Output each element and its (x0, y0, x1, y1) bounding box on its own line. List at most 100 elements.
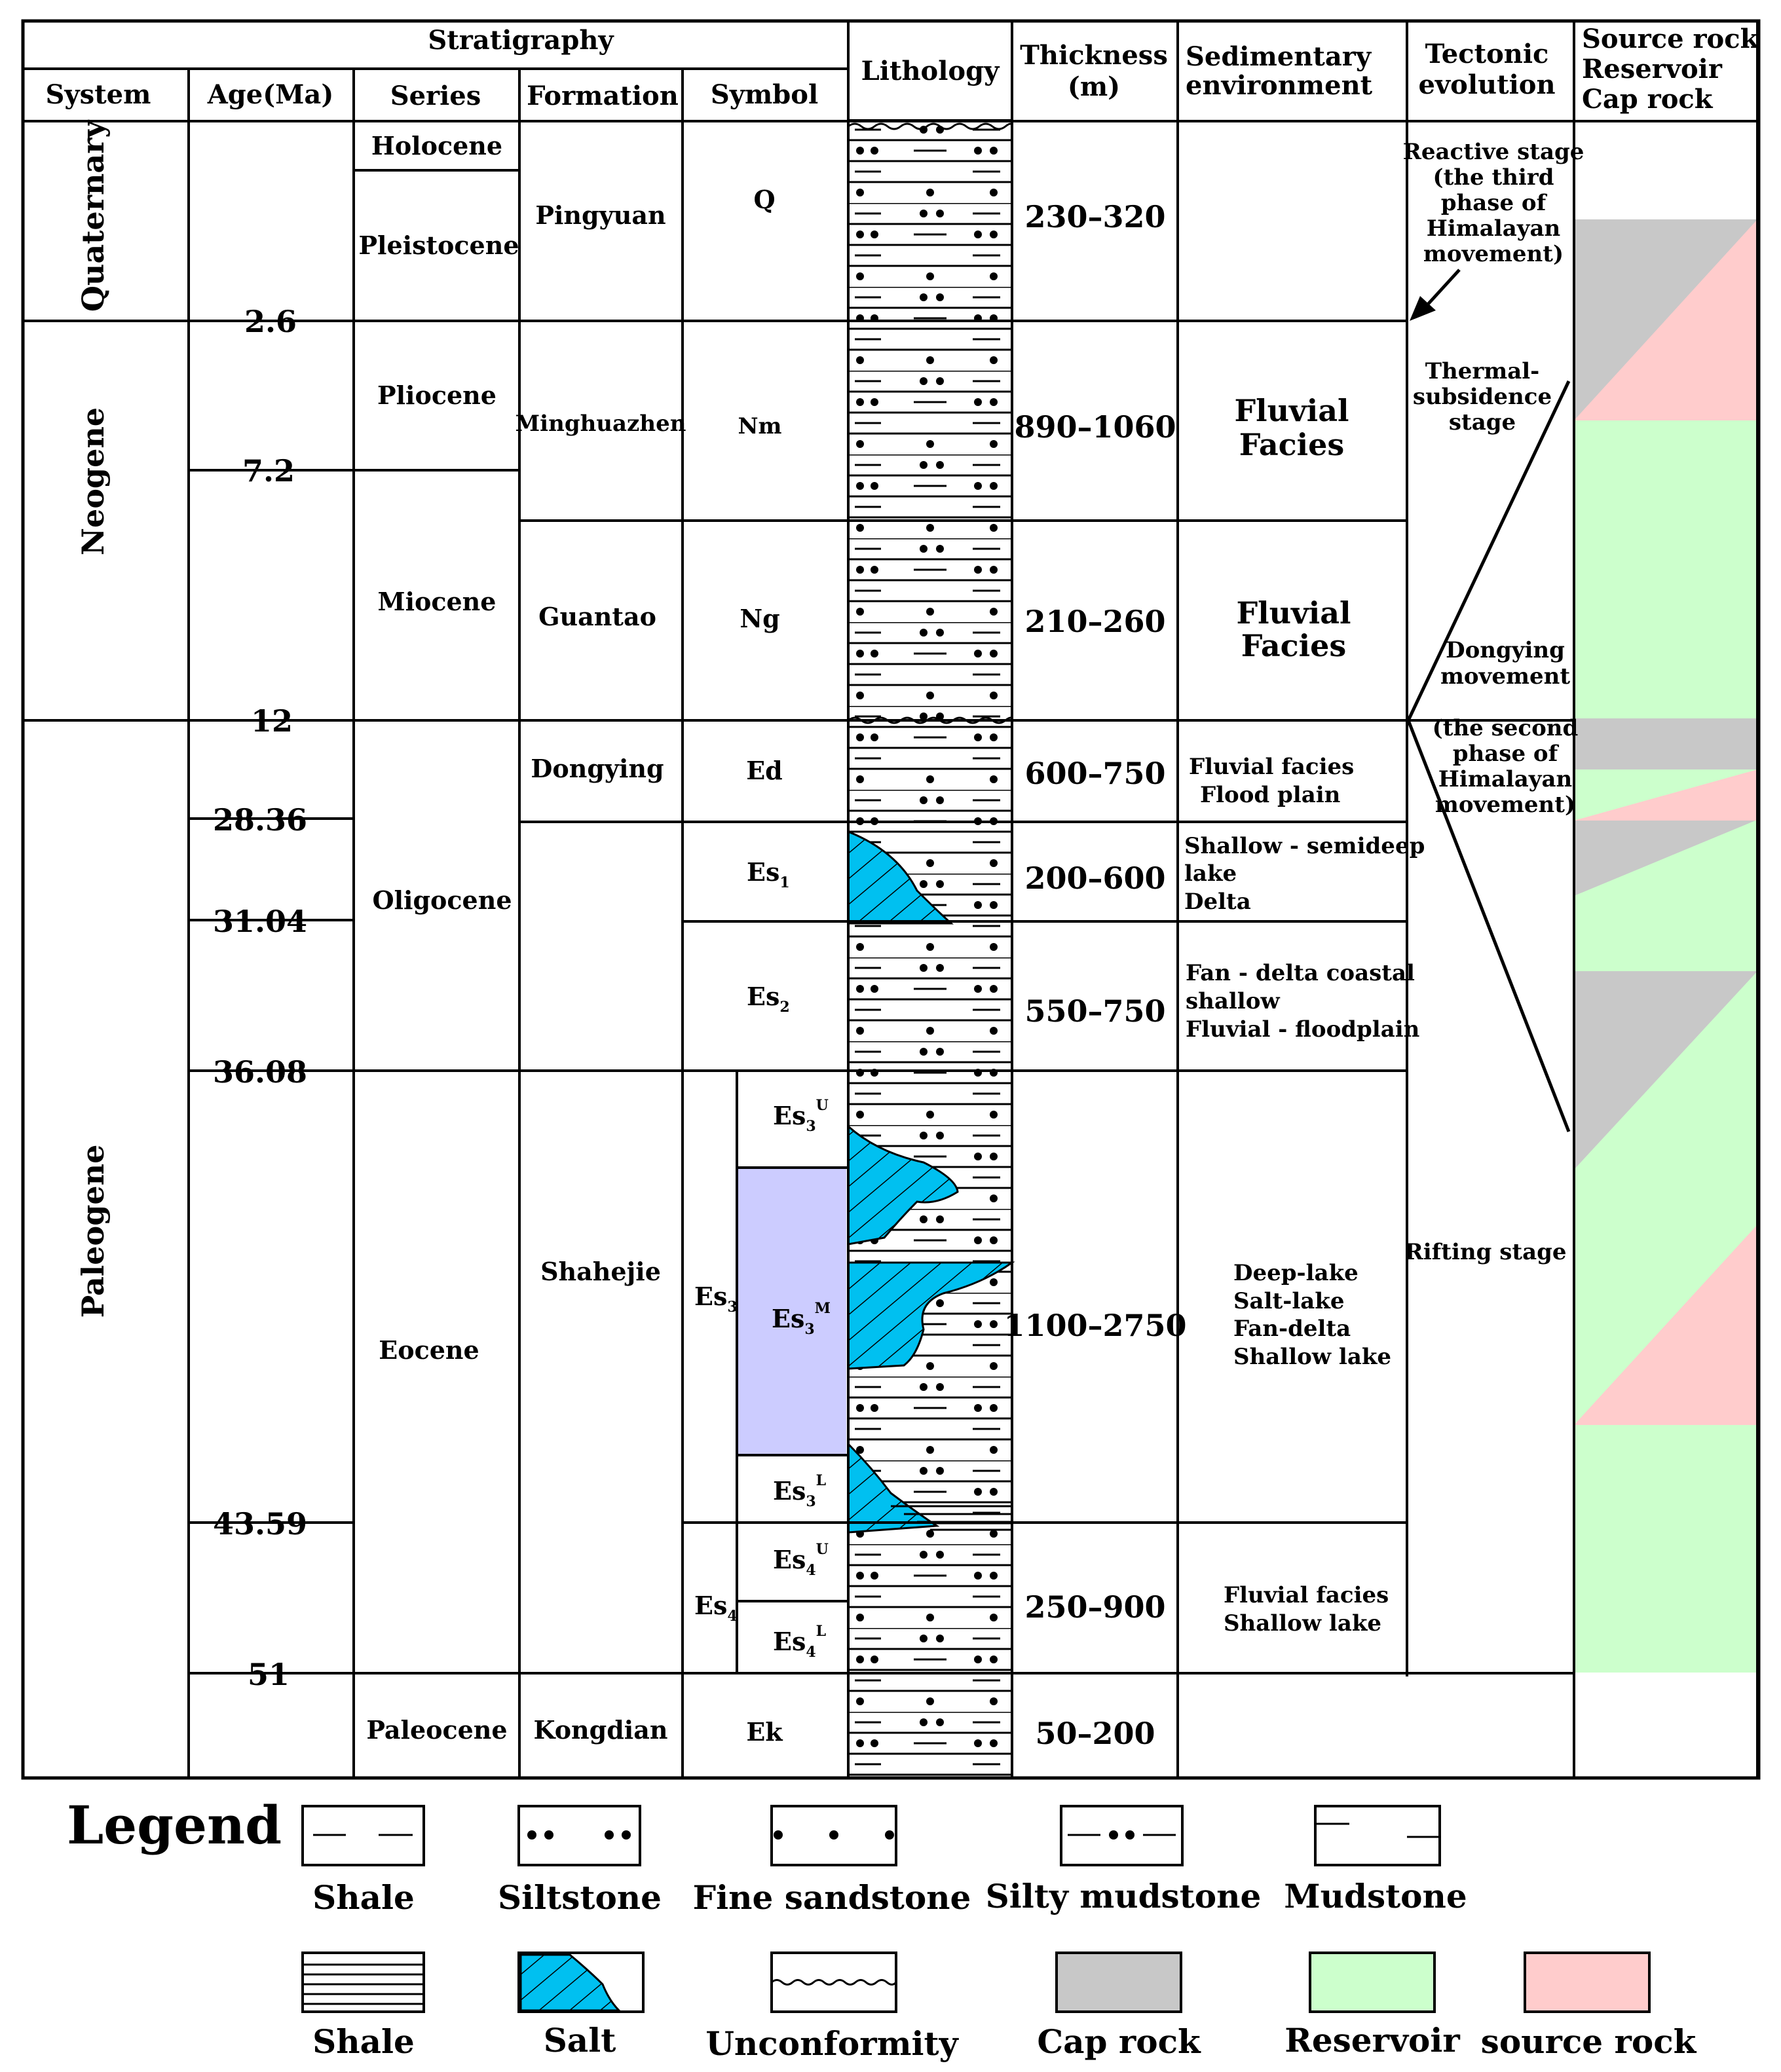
thickness-ed: 600–750 (1024, 756, 1165, 791)
header-age: Age(Ma) (207, 79, 334, 110)
tectonic-dongying-2: movement (1440, 663, 1570, 690)
env-es1-3: Delta (1184, 889, 1251, 915)
system-neogene: Neogene (75, 407, 111, 555)
age-51: 51 (248, 1657, 290, 1692)
salt-body-es1 (847, 830, 954, 925)
thickness-ng: 210–260 (1024, 604, 1165, 639)
age-2-6: 2.6 (244, 304, 297, 339)
age-7-2: 7.2 (242, 453, 295, 489)
thickness-es3: 1100–2750 (1003, 1308, 1186, 1343)
cap-rock-block (1574, 821, 1755, 896)
tectonic-thermal-1: Thermal- (1425, 358, 1540, 384)
thickness-column: 230–320 890–1060 210–260 600–750 200–600… (1003, 199, 1186, 1751)
env-minghuazhen-1: Fluvial (1234, 393, 1349, 428)
env-minghuazhen-2: Facies (1239, 427, 1345, 462)
legend-cap-rock-label: Cap rock (1037, 2022, 1201, 2061)
tectonic-dongying-1: Dongying (1446, 637, 1565, 663)
env-es2-1: Fan - delta coastal (1186, 960, 1415, 986)
series-eocene: Eocene (379, 1335, 479, 1365)
unconformity-top (848, 122, 1013, 130)
tectonic-wedge (1406, 380, 1571, 1132)
env-dongying-1: Fluvial facies (1189, 754, 1354, 780)
system-column: Quaternary Neogene Paleogene (75, 120, 111, 1318)
formation-column: Pingyuan Minghuazhen Guantao Dongying Sh… (516, 200, 686, 1745)
header-source-rock: Source rock (1582, 24, 1759, 54)
age-12: 12 (251, 703, 293, 739)
symbol-es4: Es4 (694, 1591, 738, 1625)
legend-mudstone-label: Mudstone (1284, 1877, 1467, 1915)
age-36-08: 36.08 (213, 1054, 307, 1090)
series-pliocene: Pliocene (377, 380, 497, 410)
tectonic-thermal-3: stage (1449, 409, 1516, 435)
reservoir-block (1574, 1425, 1757, 1673)
cap-rock-block (1574, 971, 1757, 1170)
thickness-es2: 550–750 (1024, 993, 1165, 1029)
tectonic-dongying-5: phase of (1453, 741, 1560, 767)
age-43-59: 43.59 (213, 1506, 307, 1542)
env-guantao-2: Facies (1241, 628, 1347, 663)
header-environment: environment (1186, 70, 1373, 101)
formation-kongdian: Kongdian (534, 1715, 668, 1745)
header-cap-rock: Cap rock (1582, 84, 1714, 115)
series-holocene: Holocene (371, 131, 502, 160)
tectonic-dongying-6: Himalayan (1438, 766, 1573, 792)
header-evolution: evolution (1418, 69, 1555, 100)
tectonic-reactive-2: (the third (1433, 164, 1554, 191)
symbol-es3m: Es3M (772, 1300, 831, 1338)
legend-unconformity-label: Unconformity (705, 2024, 959, 2063)
symbol-es3: Es3 (694, 1282, 738, 1316)
env-guantao-1: Fluvial (1236, 595, 1351, 631)
arrow-head (1410, 296, 1436, 321)
header-formation: Formation (527, 81, 679, 111)
series-miocene: Miocene (378, 587, 497, 616)
salt-body-es3-upper (847, 1124, 959, 1246)
formation-pingyuan: Pingyuan (535, 200, 666, 230)
tectonic-rifting: Rifting stage (1404, 1239, 1566, 1265)
env-es4-2: Shallow lake (1224, 1610, 1381, 1637)
lithology-column (847, 119, 1015, 1778)
env-es1-2: lake (1184, 860, 1237, 887)
legend-source-rock-label: source rock (1481, 2022, 1697, 2061)
legend-source-rock-swatch (1524, 1952, 1651, 2013)
series-column: Holocene Pleistocene Pliocene Miocene Ol… (358, 131, 519, 1745)
env-es2-2: shallow (1186, 988, 1280, 1014)
symbol-nm: Nm (738, 413, 781, 439)
env-dongying-2: Flood plain (1200, 782, 1340, 808)
formation-shahejie: Shahejie (540, 1257, 661, 1286)
legend-title: Legend (67, 1794, 282, 1856)
symbol-ed: Ed (746, 756, 783, 785)
tectonic-reactive-3: phase of (1441, 190, 1548, 216)
header-tectonic: Tectonic (1425, 39, 1549, 69)
legend: Legend Shale Siltstone Fine sandstone Si… (67, 1794, 1697, 2063)
header-row: Stratigraphy System Age(Ma) Series Forma… (46, 24, 1759, 115)
reservoir-block (1574, 896, 1757, 971)
legend-shale-label: Shale (312, 1878, 415, 1917)
symbol-es2: Es2 (747, 982, 790, 1016)
legend-silty-mudstone-label: Silty mudstone (986, 1877, 1262, 1915)
tectonic-reactive-4: Himalayan (1427, 215, 1561, 242)
legend-shale-laminated-swatch (301, 1952, 425, 2013)
header-lithology: Lithology (861, 56, 1000, 86)
series-paleocene: Paleocene (366, 1715, 507, 1745)
source-reservoir-cap-column (1574, 219, 1757, 1673)
thickness-es1: 200–600 (1024, 860, 1165, 896)
legend-mudstone-swatch (1314, 1805, 1441, 1866)
legend-reservoir-label: Reservoir (1284, 2021, 1460, 2060)
header-reservoir: Reservoir (1582, 54, 1723, 84)
legend-siltstone-swatch (517, 1805, 641, 1866)
symbol-ek: Ek (746, 1717, 783, 1747)
symbol-q: Q (753, 185, 775, 214)
series-pleistocene: Pleistocene (358, 231, 519, 260)
formation-dongying: Dongying (531, 754, 664, 783)
sedimentary-column: Fluvial Facies Fluvial Facies Fluvial fa… (1184, 393, 1425, 1637)
formation-guantao: Guantao (538, 602, 656, 631)
series-oligocene: Oligocene (372, 885, 512, 915)
source-rock-block (1574, 769, 1757, 821)
source-rock-block (1574, 219, 1757, 420)
header-series: Series (390, 81, 481, 111)
env-es3-2: Salt-lake (1233, 1288, 1344, 1314)
arrow-shaft (1423, 268, 1461, 309)
es3m-fill (737, 1169, 846, 1456)
legend-siltstone-label: Siltstone (498, 1878, 662, 1917)
